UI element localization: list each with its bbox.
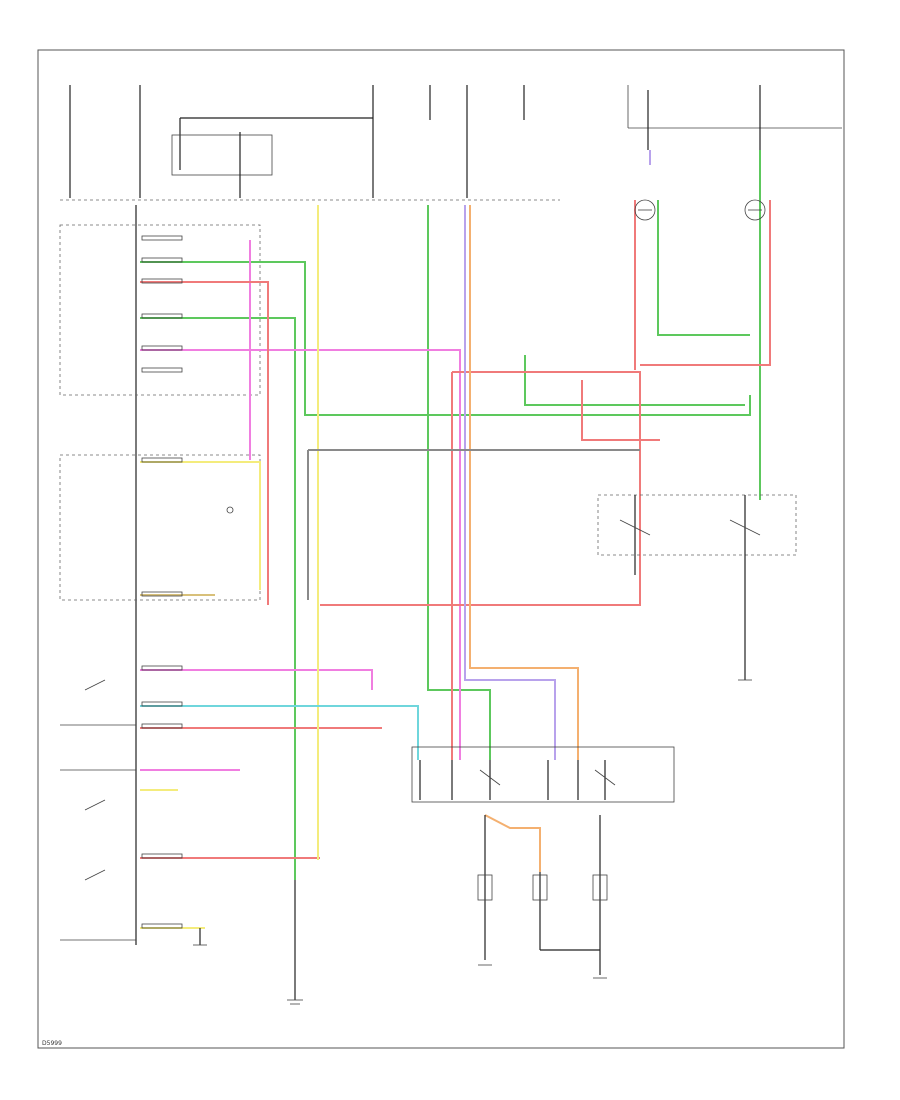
module-box-middle xyxy=(59,454,261,601)
relay-module-lower xyxy=(411,746,675,803)
wire-orange-main xyxy=(469,205,579,872)
wire-yellow-main xyxy=(140,205,319,929)
footer-code: D5999 xyxy=(42,1040,62,1047)
wire-red-main xyxy=(140,200,771,859)
left-switches xyxy=(60,506,234,941)
headlamp-right xyxy=(744,199,766,221)
fuse-panel-top xyxy=(69,85,842,198)
wire-gray-main xyxy=(307,449,640,600)
module-box-upper xyxy=(59,224,261,396)
ground-symbols xyxy=(193,640,752,1005)
connector-pin-marks xyxy=(141,235,183,929)
wire-cyan-main xyxy=(140,705,419,760)
relay-contacts-right xyxy=(619,495,761,640)
relay-module-lower-switches xyxy=(419,760,616,800)
relay-box-right xyxy=(597,494,797,556)
wire-violet-main xyxy=(464,150,651,760)
headlamp-left xyxy=(634,199,656,221)
lower-lamps xyxy=(477,815,608,975)
diagram-frame xyxy=(37,49,845,1049)
wire-pink-main xyxy=(140,240,461,771)
